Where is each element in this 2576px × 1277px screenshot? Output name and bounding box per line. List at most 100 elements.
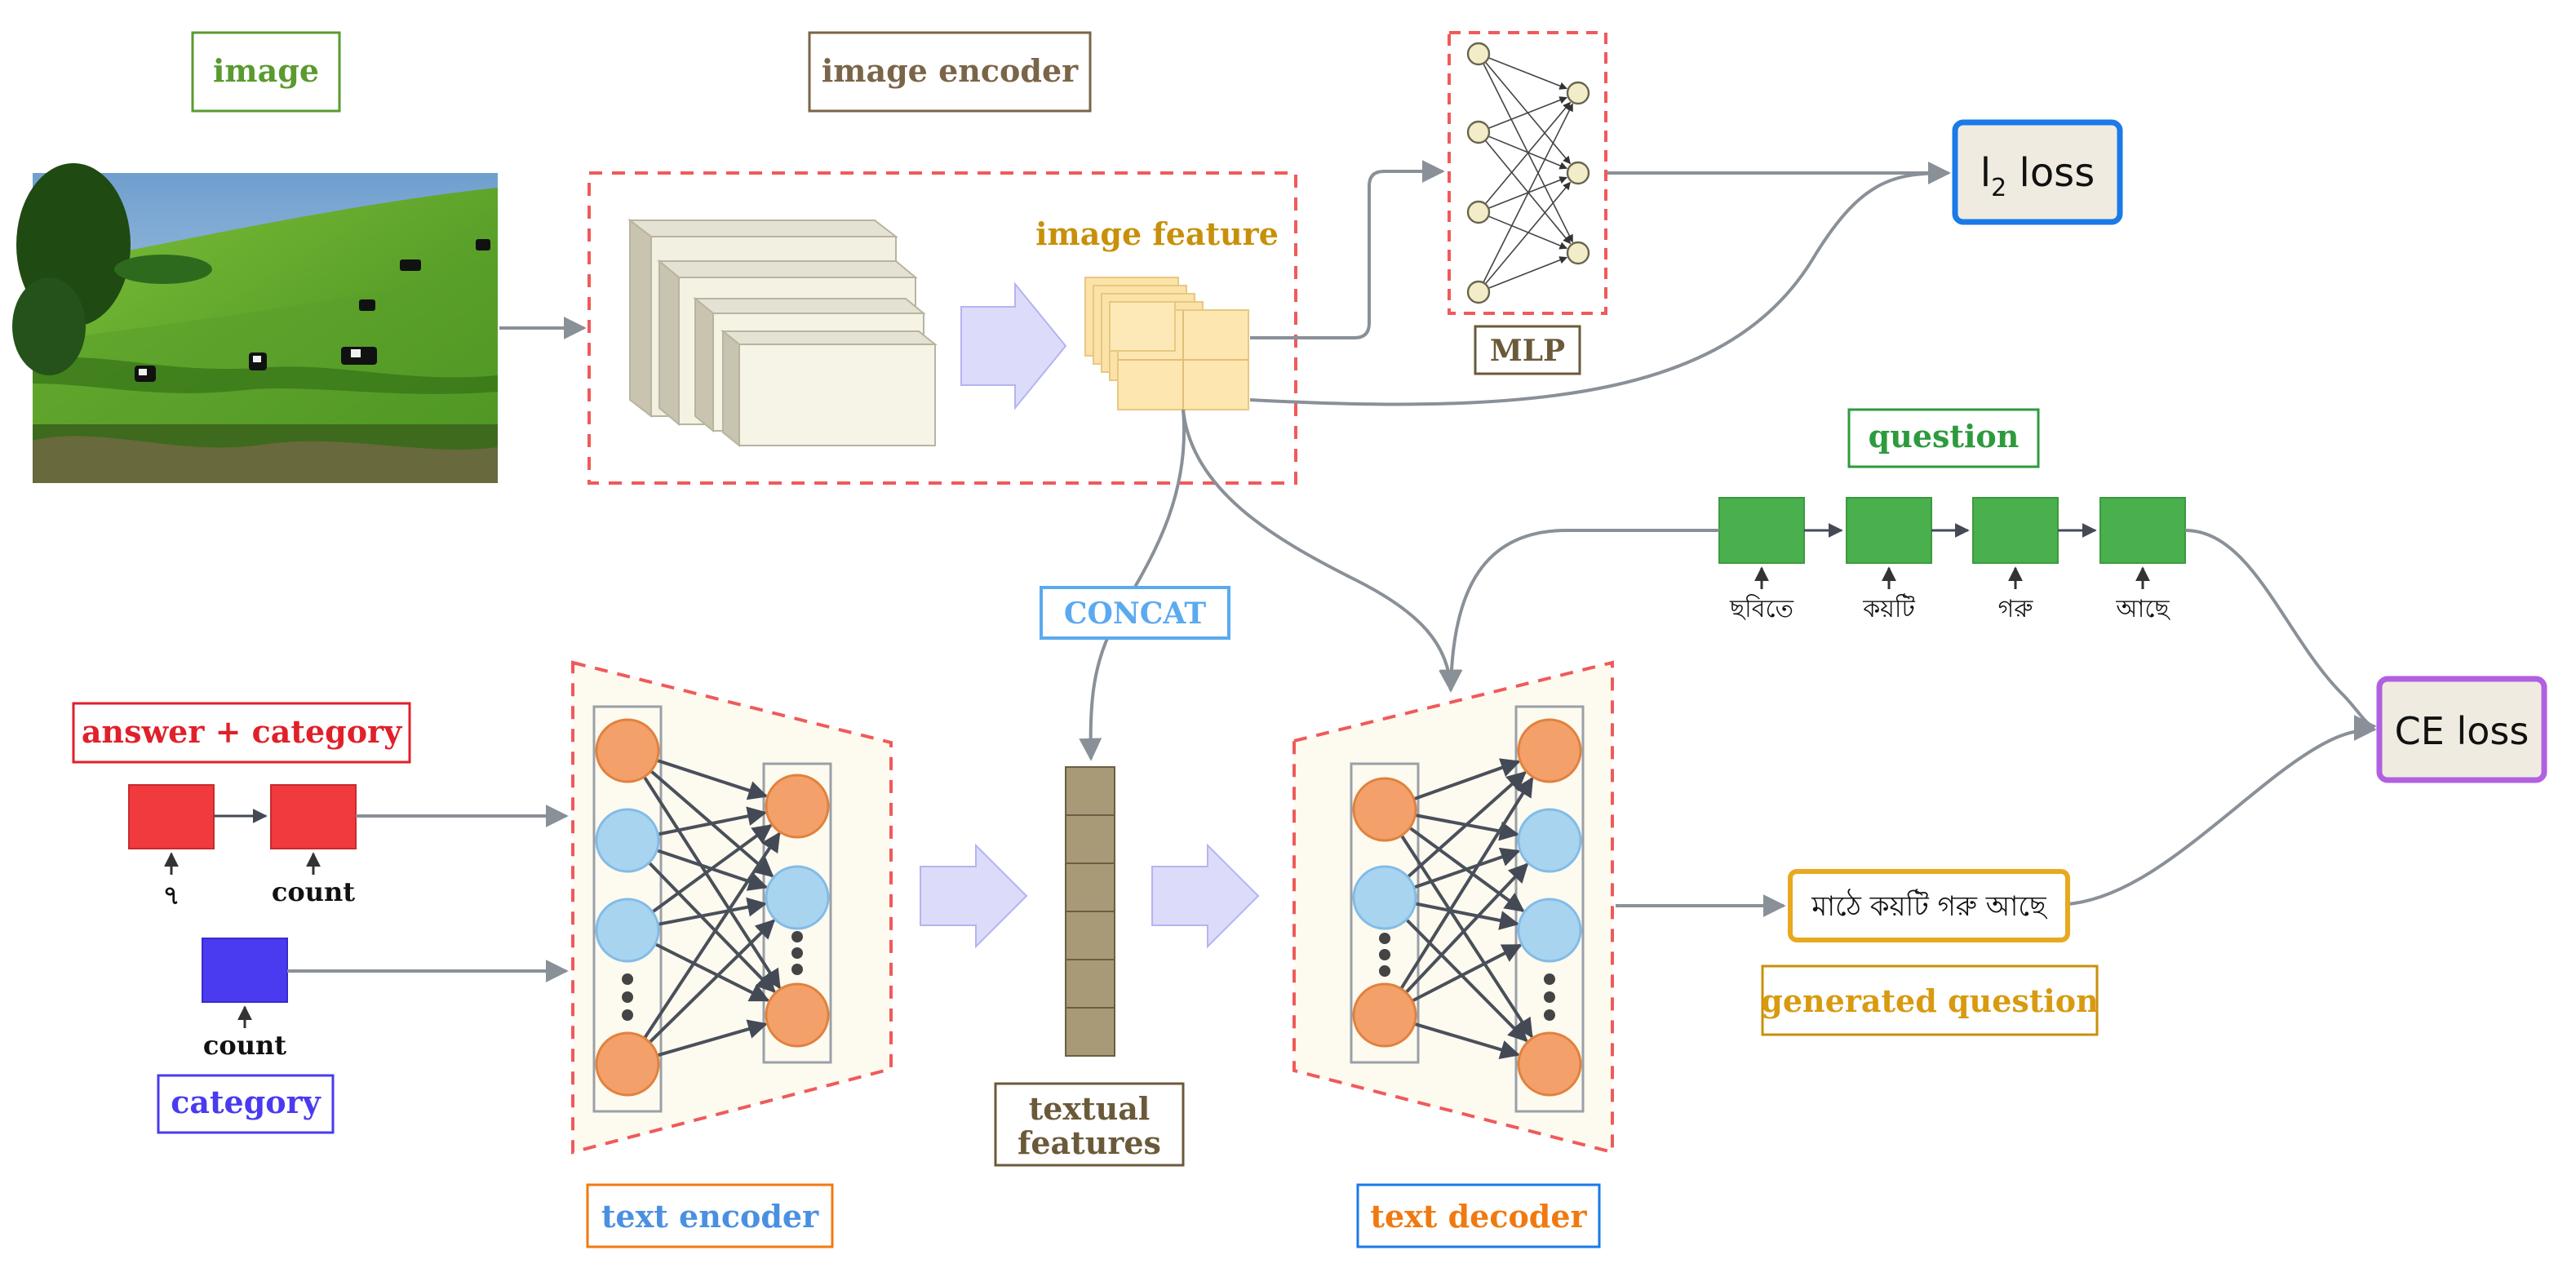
network-edge: [1488, 215, 1568, 250]
textual-features-vector: [1065, 766, 1115, 1057]
encoder-ellipsis-dots: [622, 931, 803, 1021]
question-token-label: কয়টি: [1862, 593, 1915, 623]
fat-arrow-encoder-to-feature: [960, 282, 1067, 410]
network-edge: [648, 919, 776, 1044]
category-token-label: count: [203, 1030, 286, 1061]
text-decoder-label: text decoder: [1370, 1198, 1587, 1235]
image-encoder-label-box: [808, 31, 1092, 113]
textual-features-label-box: [994, 1082, 1185, 1167]
image-feature-label: image feature: [1035, 215, 1279, 252]
arrow-feature-to-l2: [1249, 162, 1951, 406]
image-encoder-box: [587, 171, 1297, 485]
generated-question-label-box: [1761, 964, 2099, 1036]
text-decoder-label-box: [1356, 1183, 1601, 1248]
network-edge: [1413, 758, 1521, 801]
category-token: [202, 938, 288, 1028]
image-feature-maps: [1084, 277, 1249, 410]
mlp-label: MLP: [1490, 334, 1565, 368]
image-encoder-label: image encoder: [822, 52, 1079, 89]
network-edge: [654, 942, 770, 1002]
image-label-box: [191, 31, 341, 113]
answer-category-label: answer + category: [82, 713, 402, 750]
network-edge: [656, 758, 769, 800]
answer-category-label-box: [72, 702, 411, 764]
network-edge: [642, 775, 782, 990]
question-label: question: [1869, 418, 2020, 454]
generated-question-label: generated question: [1761, 982, 2098, 1019]
network-edge: [1411, 943, 1523, 1003]
concat-label-box: [1040, 586, 1230, 640]
category-label-box: [157, 1074, 335, 1134]
generated-question-text: মাঠে কয়টি গরু আছে: [1811, 889, 2048, 923]
network-edge: [1483, 103, 1574, 283]
ce-loss-box: [2376, 676, 2547, 783]
network-edge: [643, 831, 781, 1040]
question-token-label: ছবিতে: [1729, 594, 1794, 623]
decoder-layer-left: [1350, 762, 1420, 1064]
mlp-network: [1466, 42, 1590, 304]
answer-token-box: [128, 784, 215, 849]
answer-token-label: ৭: [163, 880, 180, 911]
question-token-box: [2099, 497, 2186, 564]
l2-loss-label: l2 loss: [1980, 150, 2095, 202]
fat-arrow-encoder-to-features: [920, 843, 1028, 949]
network-edge: [1488, 96, 1567, 129]
cnn-layers: [627, 218, 938, 448]
image-label: image: [213, 52, 319, 89]
question-token-box: [1718, 497, 1805, 564]
fat-arrow-features-to-decoder: [1151, 843, 1260, 949]
answer-token-label: count: [272, 876, 355, 907]
answer-token-box: [270, 784, 357, 849]
network-edge: [656, 1019, 768, 1058]
category-token-box: [202, 938, 288, 1003]
mlp-label-box: [1474, 325, 1581, 375]
arrow-feature-to-mlp: [1250, 160, 1445, 339]
arrow-feature-to-concat: [1079, 409, 1186, 761]
network-edge: [1488, 135, 1568, 170]
network-edge: [1488, 57, 1567, 90]
network-edge: [1484, 140, 1572, 245]
network-edge: [1484, 101, 1571, 205]
network-edge: [1414, 902, 1520, 930]
generated-question-box: [1788, 869, 2070, 942]
decoder-nodes: [1352, 718, 1582, 1097]
question-tokens: [1718, 497, 2186, 589]
question-token-label: আছে: [2115, 595, 2170, 623]
ce-loss-label: CE loss: [2395, 709, 2529, 753]
category-label: category: [171, 1084, 321, 1120]
encoder-connections: [642, 758, 782, 1058]
arrow-feature-to-decoder: [1182, 409, 1462, 693]
question-token-label: গরু: [1998, 595, 2034, 623]
input-photo: [12, 163, 498, 483]
encoder-nodes: [595, 718, 830, 1097]
network-edge: [1399, 834, 1533, 1039]
concat-label: CONCAT: [1064, 596, 1207, 631]
network-edge: [1413, 1022, 1520, 1059]
arrow-question-to-ce: [2184, 529, 2377, 738]
network-edge: [1399, 776, 1534, 990]
arrow-question-to-decoder: [1439, 529, 1719, 693]
text-encoder-label-box: [586, 1183, 834, 1248]
network-edge: [1405, 918, 1528, 1043]
network-edge: [657, 897, 768, 926]
network-edge: [1413, 847, 1521, 889]
mlp-box: [1448, 31, 1607, 315]
arrow-generated-to-ce: [2067, 718, 2377, 906]
answer-tokens: [128, 784, 357, 875]
network-edge: [1484, 181, 1571, 285]
text-encoder-label: text encoder: [601, 1198, 819, 1235]
question-label-box: [1847, 408, 2040, 468]
l2-loss-box: [1952, 119, 2123, 225]
decoder-ellipsis-dots: [1379, 933, 1555, 1021]
textual-features-label-line1: textual: [1029, 1090, 1151, 1127]
network-edge: [648, 861, 776, 994]
question-token-box: [1846, 497, 1932, 564]
network-edge: [651, 823, 773, 914]
question-token-box: [1972, 497, 2059, 564]
decoder-connections: [1399, 758, 1534, 1059]
encoder-layer-left: [592, 705, 663, 1113]
textual-features-label-line2: features: [1018, 1124, 1161, 1161]
network-edge: [657, 806, 768, 836]
network-edge: [1488, 256, 1567, 289]
